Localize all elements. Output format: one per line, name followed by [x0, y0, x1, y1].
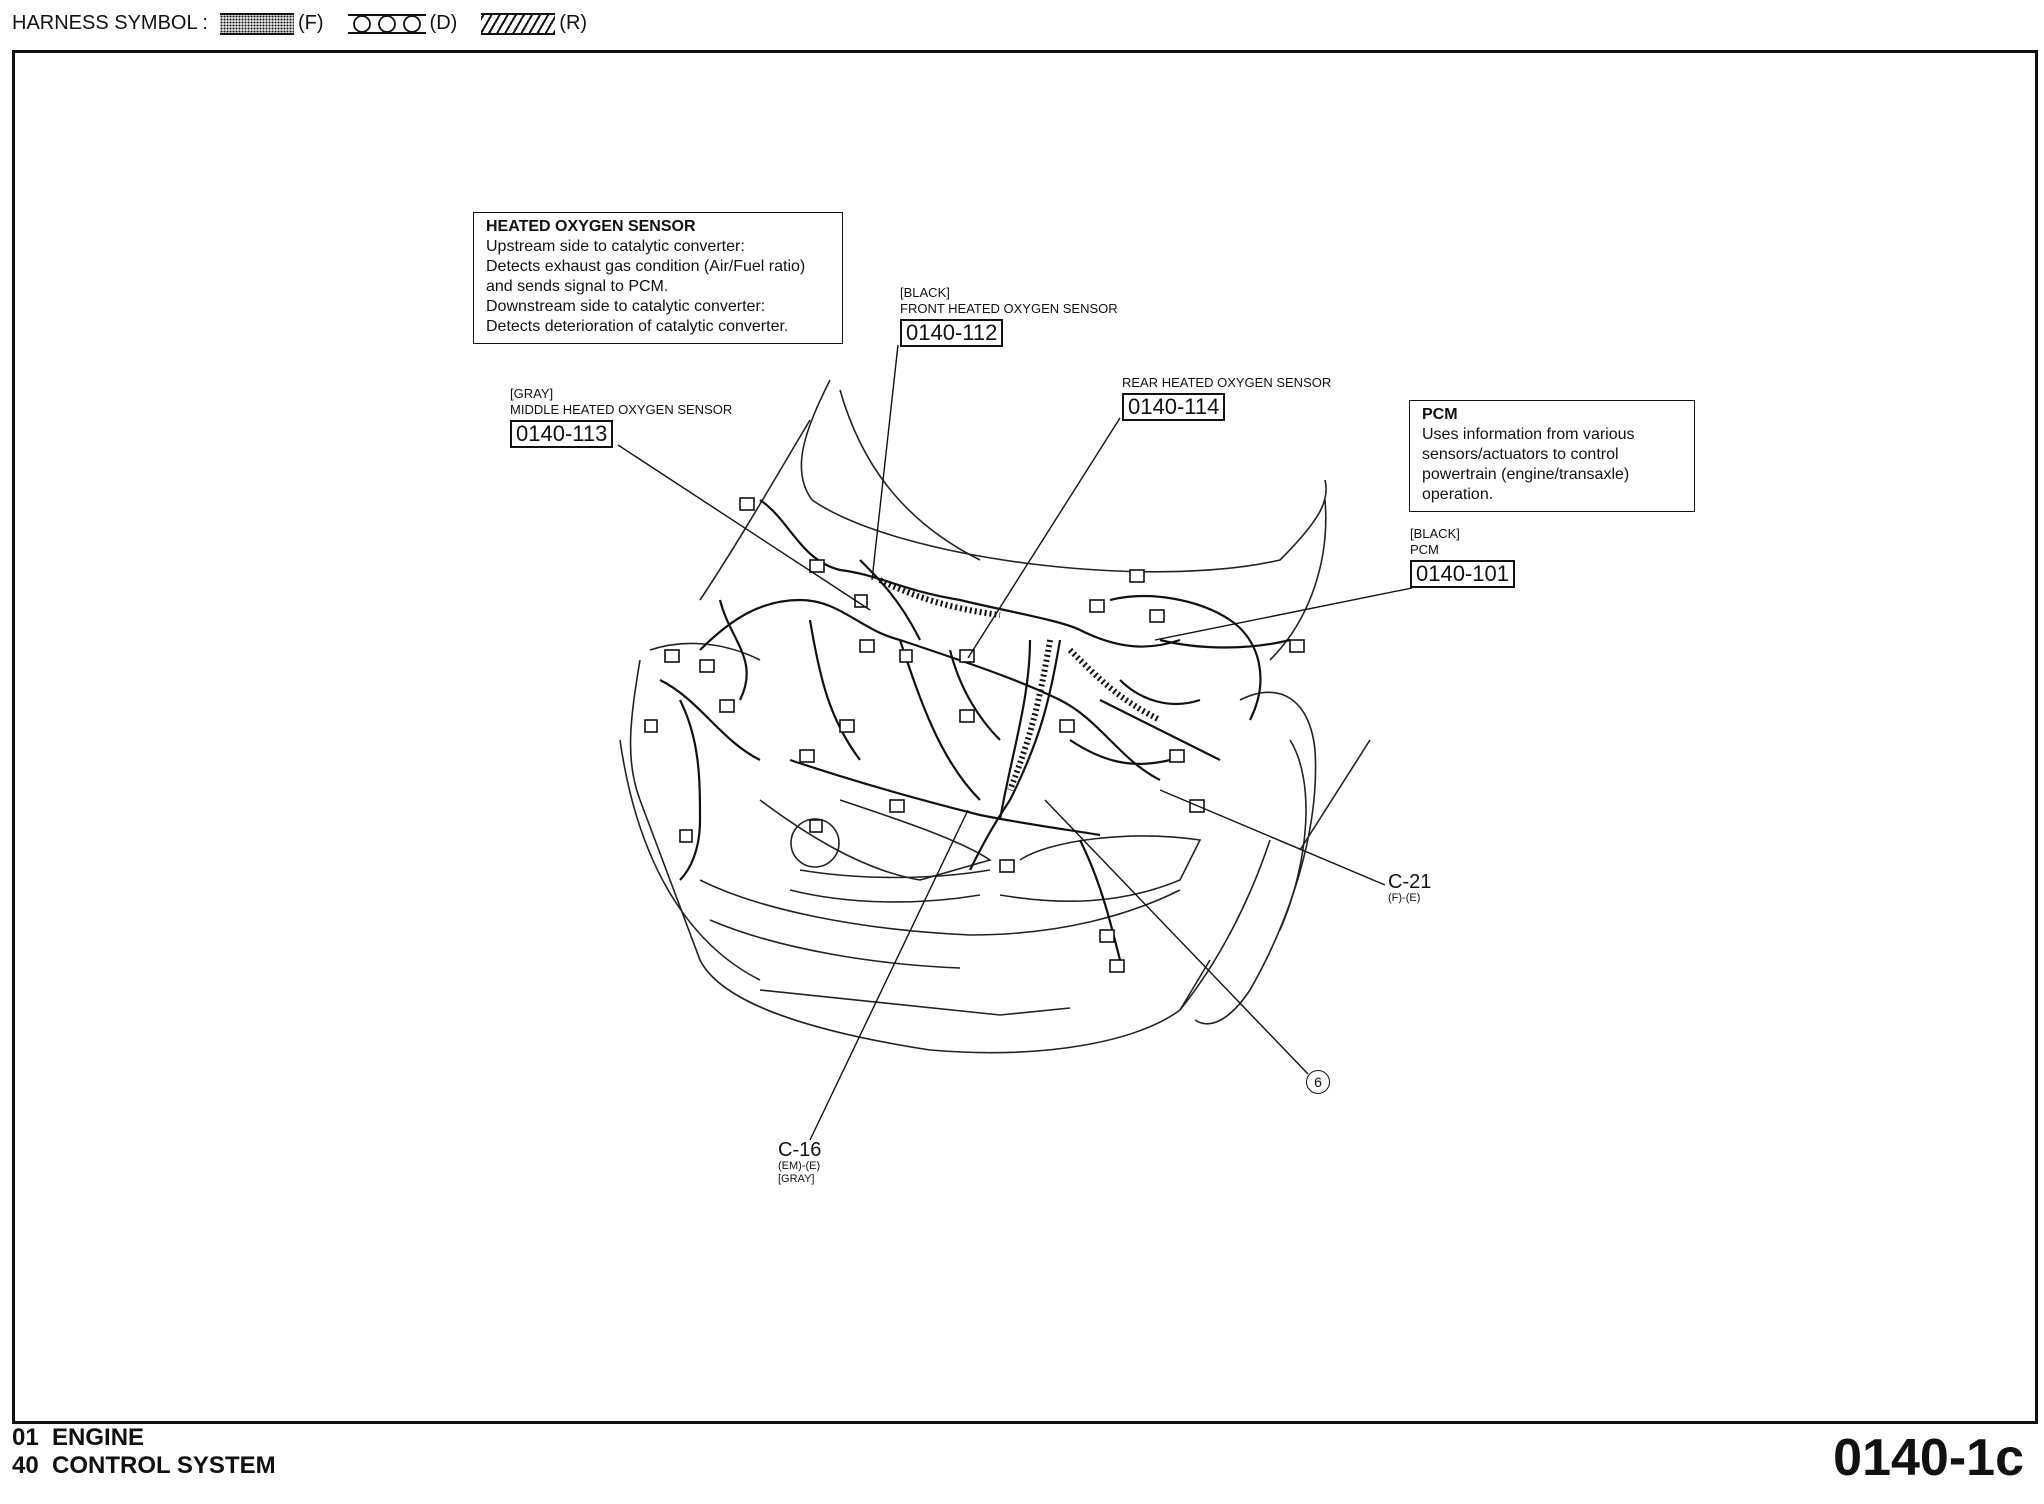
pcm-code-link[interactable]: 0140-101 — [1410, 560, 1515, 588]
heated-oxygen-sensor-callout: HEATED OXYGEN SENSOR Upstream side to ca… — [473, 212, 843, 344]
middle-ho2s-color: [GRAY] — [510, 386, 554, 401]
connector-c16-id: C-16 — [778, 1139, 822, 1161]
connector-c21-label: C-21 (F)-(E) — [1388, 872, 1431, 905]
connector-c16-harness: (EM)-(E) — [778, 1160, 821, 1172]
section-line-control-system: 40 CONTROL SYSTEM — [12, 1452, 276, 1479]
pcm-color: [BLACK] — [1410, 526, 1460, 541]
middle-ho2s-code-link[interactable]: 0140-113 — [510, 420, 614, 448]
harness-symbol-letter-r: (R) — [559, 12, 588, 34]
rear-ho2s-label: REAR HEATED OXYGEN SENSOR 0140-114 — [1122, 375, 1331, 421]
callout-line: Detects deterioration of catalytic conve… — [486, 318, 789, 335]
heated-oxygen-sensor-title: HEATED OXYGEN SENSOR — [486, 218, 696, 235]
pcm-callout-title: PCM — [1422, 406, 1458, 423]
pcm-label: [BLACK] PCM 0140-101 — [1410, 526, 1515, 588]
ground-point-6: 6 — [1306, 1070, 1330, 1094]
callout-line: Uses information from various — [1422, 426, 1635, 443]
connector-c16-label: C-16 (EM)-(E) [GRAY] — [778, 1140, 821, 1186]
callout-line: Upstream side to catalytic converter: — [486, 238, 745, 255]
callout-line: operation. — [1422, 486, 1494, 503]
section-footer: 01 ENGINE 40 CONTROL SYSTEM — [12, 1424, 276, 1480]
callout-line: Detects exhaust gas condition (Air/Fuel … — [486, 258, 806, 275]
connector-c21-harness: (F)-(E) — [1388, 892, 1421, 904]
callout-line: powertrain (engine/transaxle) — [1422, 466, 1630, 483]
callout-line: Downstream side to catalytic converter: — [486, 298, 766, 315]
harness-symbol-letter-d: (D) — [429, 12, 458, 34]
harness-symbol-circles — [347, 13, 426, 34]
front-ho2s-code-link[interactable]: 0140-112 — [900, 319, 1004, 347]
section-line-engine: 01 ENGINE — [12, 1424, 145, 1451]
harness-legend-label: HARNESS SYMBOL : — [12, 12, 208, 34]
pcm-name: PCM — [1410, 542, 1439, 557]
pcm-callout: PCM Uses information from various sensor… — [1409, 400, 1695, 512]
rear-ho2s-name: REAR HEATED OXYGEN SENSOR — [1122, 375, 1332, 390]
middle-ho2s-name: MIDDLE HEATED OXYGEN SENSOR — [510, 402, 733, 417]
front-ho2s-name: FRONT HEATED OXYGEN SENSOR — [900, 301, 1118, 316]
front-ho2s-color: [BLACK] — [900, 285, 950, 300]
harness-symbol-dotted — [219, 12, 294, 35]
diagram-frame — [12, 50, 2038, 1424]
callout-line: and sends signal to PCM. — [486, 278, 669, 295]
callout-line: sensors/actuators to control — [1422, 446, 1619, 463]
connector-c21-id: C-21 — [1388, 871, 1432, 893]
harness-legend: HARNESS SYMBOL : (F) (D) (R) — [12, 12, 607, 35]
harness-symbol-letter-f: (F) — [297, 12, 324, 34]
page-code: 0140-1c — [1833, 1429, 2024, 1487]
rear-ho2s-code-link[interactable]: 0140-114 — [1122, 393, 1226, 421]
middle-ho2s-label: [GRAY] MIDDLE HEATED OXYGEN SENSOR 0140-… — [510, 386, 732, 448]
connector-c16-color: [GRAY] — [778, 1173, 815, 1185]
harness-symbol-hatched — [481, 12, 556, 35]
front-ho2s-label: [BLACK] FRONT HEATED OXYGEN SENSOR 0140-… — [900, 285, 1118, 347]
